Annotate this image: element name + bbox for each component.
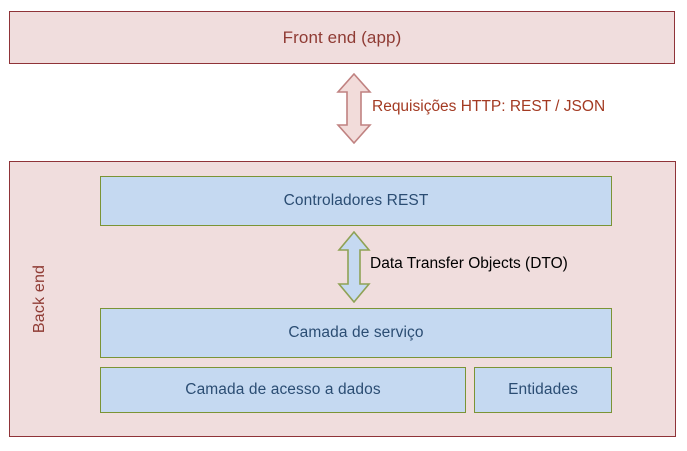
double-headed-vertical-arrow-icon: [337, 231, 371, 303]
layer-box-entities: Entidades: [474, 367, 612, 413]
http-connector-arrow: [336, 73, 372, 144]
layer-label-service: Camada de serviço: [288, 324, 424, 341]
layer-box-data-access: Camada de acesso a dados: [100, 367, 466, 413]
dto-connector-arrow: [337, 231, 371, 303]
layer-label-controllers: Controladores REST: [283, 192, 429, 209]
frontend-label: Front end (app): [282, 27, 402, 47]
http-connector-caption: Requisições HTTP: REST / JSON: [372, 98, 606, 115]
layer-box-controllers: Controladores REST: [100, 176, 612, 226]
backend-side-label: Back end: [23, 162, 57, 436]
backend-side-label-text: Back end: [31, 264, 48, 334]
layer-box-service: Camada de serviço: [100, 308, 612, 358]
backend-box: Back end Controladores REST Data Transfe…: [9, 161, 676, 437]
layer-label-entities: Entidades: [508, 381, 578, 398]
frontend-box: Front end (app): [9, 11, 675, 64]
dto-connector-caption: Data Transfer Objects (DTO): [370, 255, 568, 272]
layer-label-data-access: Camada de acesso a dados: [185, 381, 381, 398]
double-headed-vertical-arrow-icon: [336, 73, 372, 144]
